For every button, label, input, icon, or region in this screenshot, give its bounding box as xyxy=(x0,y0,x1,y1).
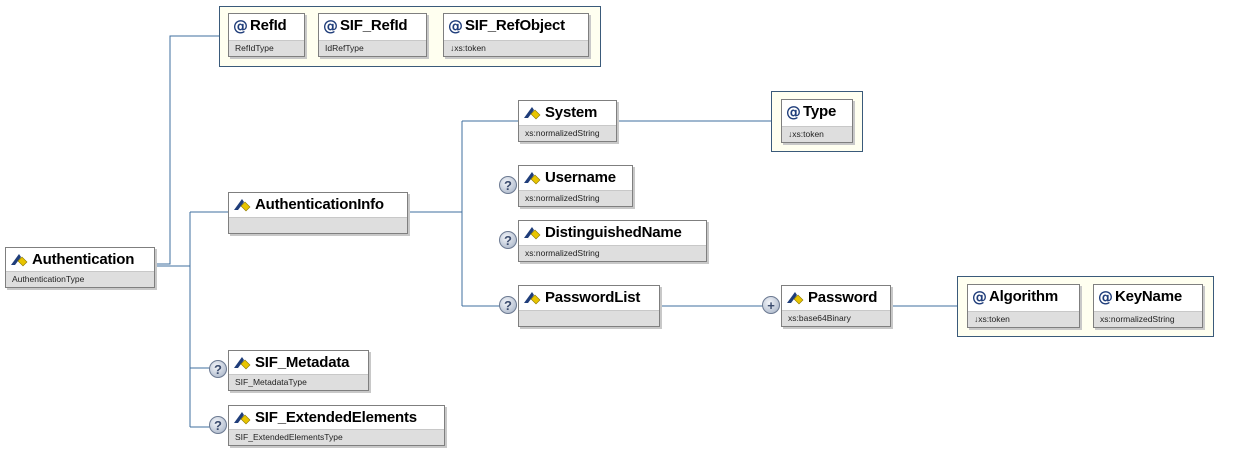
element-type: SIF_ExtendedElementsType xyxy=(229,429,444,445)
element-icon xyxy=(234,198,251,211)
element-type: xs:normalizedString xyxy=(519,245,706,261)
element-icon xyxy=(234,411,251,424)
attribute-name: SIF_RefId xyxy=(340,17,408,34)
element-system[interactable]: System xs:normalizedString xyxy=(518,100,617,142)
attribute-icon: @ xyxy=(972,287,987,306)
attribute-type: IdRefType xyxy=(319,40,426,56)
attribute-refid[interactable]: @RefId RefIdType xyxy=(228,13,305,57)
attribute-icon: @ xyxy=(233,16,248,35)
optional-badge: ? xyxy=(499,231,517,249)
element-name: Username xyxy=(545,169,616,186)
attribute-type: ↓xs:token xyxy=(444,40,588,56)
attribute-icon: @ xyxy=(1098,287,1113,306)
element-sif-metadata[interactable]: SIF_Metadata SIF_MetadataType xyxy=(228,350,369,391)
element-icon xyxy=(524,226,541,239)
repeat-badge: + xyxy=(762,296,780,314)
attribute-type: RefIdType xyxy=(229,40,304,56)
attribute-type-label: ↓xs:token xyxy=(968,311,1079,327)
element-authenticationinfo[interactable]: AuthenticationInfo xyxy=(228,192,408,234)
element-name: DistinguishedName xyxy=(545,224,682,241)
attribute-name: RefId xyxy=(250,17,287,34)
element-icon xyxy=(787,291,804,304)
element-icon xyxy=(524,171,541,184)
element-icon xyxy=(524,106,541,119)
attribute-icon: @ xyxy=(448,16,463,35)
element-password[interactable]: Password xs:base64Binary xyxy=(781,285,891,327)
attribute-type-label: ↓xs:token xyxy=(782,126,852,142)
element-type: xs:normalizedString xyxy=(519,190,632,206)
element-type: SIF_MetadataType xyxy=(229,374,368,390)
element-type: xs:normalizedString xyxy=(519,125,616,141)
attribute-icon: @ xyxy=(786,102,801,121)
element-passwordlist[interactable]: PasswordList xyxy=(518,285,660,327)
attribute-name: KeyName xyxy=(1115,288,1182,305)
element-icon xyxy=(524,291,541,304)
attribute-type-label: xs:normalizedString xyxy=(1094,311,1202,327)
element-distinguishedname[interactable]: DistinguishedName xs:normalizedString xyxy=(518,220,707,262)
element-name: PasswordList xyxy=(545,289,641,306)
element-name: System xyxy=(545,104,598,121)
element-icon xyxy=(234,356,251,369)
optional-badge: ? xyxy=(499,296,517,314)
element-name: AuthenticationInfo xyxy=(255,196,384,213)
element-name: Authentication xyxy=(32,251,135,268)
element-icon xyxy=(11,253,28,266)
element-username[interactable]: Username xs:normalizedString xyxy=(518,165,633,207)
attribute-name: Algorithm xyxy=(989,288,1059,305)
attribute-icon: @ xyxy=(323,16,338,35)
attribute-keyname[interactable]: @KeyName xs:normalizedString xyxy=(1093,284,1203,328)
attribute-sif-refid[interactable]: @SIF_RefId IdRefType xyxy=(318,13,427,57)
optional-badge: ? xyxy=(499,176,517,194)
optional-badge: ? xyxy=(209,416,227,434)
element-type xyxy=(229,217,407,233)
attribute-algorithm[interactable]: @Algorithm ↓xs:token xyxy=(967,284,1080,328)
element-sif-extendedelements[interactable]: SIF_ExtendedElements SIF_ExtendedElement… xyxy=(228,405,445,446)
element-name: SIF_Metadata xyxy=(255,354,350,371)
element-type: xs:base64Binary xyxy=(782,310,890,326)
optional-badge: ? xyxy=(209,360,227,378)
element-type xyxy=(519,310,659,326)
element-authentication[interactable]: Authentication AuthenticationType xyxy=(5,247,155,288)
element-type: AuthenticationType xyxy=(6,271,154,287)
attribute-name: SIF_RefObject xyxy=(465,17,565,34)
element-name: SIF_ExtendedElements xyxy=(255,409,417,426)
attribute-name: Type xyxy=(803,103,837,120)
attribute-type[interactable]: @Type ↓xs:token xyxy=(781,99,853,143)
attribute-sif-refobject[interactable]: @SIF_RefObject ↓xs:token xyxy=(443,13,589,57)
element-name: Password xyxy=(808,289,878,306)
